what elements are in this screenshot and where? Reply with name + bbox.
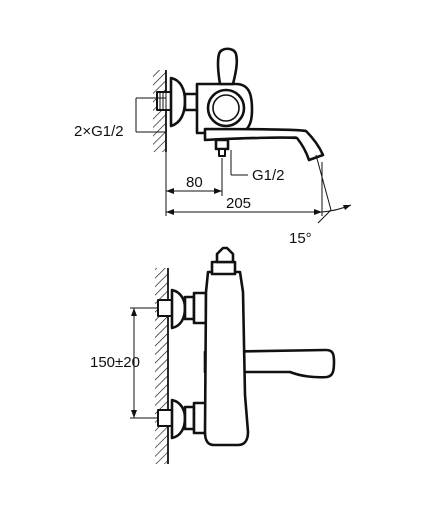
wall-hatch-bottom [155,268,168,464]
lever-handle-side [216,47,239,86]
top-knob-front [215,246,235,264]
projection-outlet-label: 80 [186,174,203,191]
center-distance-label: 150±20 [90,354,140,371]
outlet-thread-label: G1/2 [252,167,285,184]
connector-nut-side [183,92,199,112]
shower-outlet-side [214,138,230,151]
upper-rosette [170,288,187,330]
projection-total-label: 205 [226,195,251,212]
rosette-side [169,76,187,128]
inlet-thread-side [156,91,172,111]
mixer-body-front [203,270,250,447]
top-cap-front [210,260,237,276]
upper-inlet-thread [157,299,173,317]
spout-angle-label: 15° [289,230,312,247]
side-view: 2×G1/2 G1/2 80 205 15° [74,47,352,247]
lower-inlet-thread [157,409,173,427]
lower-rosette [170,398,187,440]
front-view [155,246,336,464]
inlets-thread-label: 2×G1/2 [74,123,124,140]
